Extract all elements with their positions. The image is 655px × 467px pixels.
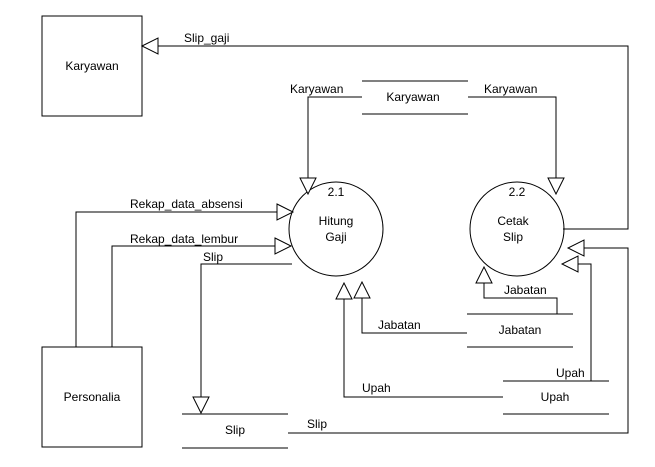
arrow-head bbox=[335, 281, 353, 300]
arrow-head bbox=[274, 237, 293, 255]
flow-rekap-lembur[interactable]: Rekap_data_lembur bbox=[111, 232, 293, 347]
flow-jabatan-to-cetak[interactable]: Jabatan bbox=[475, 265, 558, 314]
store-upah-label: Upah bbox=[541, 390, 570, 404]
flow-upah-to-cetak[interactable]: Upah bbox=[556, 255, 592, 381]
store-jabatan-label: Jabatan bbox=[499, 323, 542, 337]
arrow-head bbox=[276, 203, 295, 221]
process-hitung-gaji-line2: Gaji bbox=[325, 230, 346, 244]
arrow-head bbox=[353, 280, 371, 299]
flow-jabatan-to-cetak-label: Jabatan bbox=[504, 283, 547, 297]
store-upah[interactable]: Upah bbox=[503, 380, 609, 415]
arrow-head bbox=[475, 265, 493, 284]
flow-slip-to-cetak[interactable]: Slip bbox=[288, 239, 629, 434]
flow-karyawan-to-hitung[interactable]: Karyawan bbox=[290, 82, 362, 196]
flow-rekap-absensi[interactable]: Rekap_data_absensi bbox=[75, 197, 295, 347]
process-cetak-slip-line1: Cetak bbox=[497, 214, 529, 228]
store-jabatan[interactable]: Jabatan bbox=[467, 313, 573, 348]
process-hitung-gaji-number: 2.1 bbox=[328, 185, 345, 199]
store-slip-label: Slip bbox=[225, 423, 245, 437]
store-karyawan-label: Karyawan bbox=[386, 90, 439, 104]
flow-slip-to-cetak-label: Slip bbox=[307, 417, 327, 431]
flow-rekap-lembur-label: Rekap_data_lembur bbox=[130, 232, 238, 246]
flow-slip-gaji[interactable]: Slip_gaji bbox=[140, 31, 629, 230]
arrow-head bbox=[192, 396, 210, 415]
process-hitung-gaji[interactable]: 2.1 Hitung Gaji bbox=[288, 181, 384, 277]
entity-karyawan-label: Karyawan bbox=[65, 59, 118, 73]
arrow-head bbox=[547, 177, 565, 196]
flow-karyawan-to-cetak[interactable]: Karyawan bbox=[468, 82, 565, 196]
arrow-head bbox=[140, 37, 159, 55]
flow-slip-gaji-label: Slip_gaji bbox=[184, 31, 229, 45]
flow-upah-to-hitung-label: Upah bbox=[362, 381, 391, 395]
arrow-head bbox=[566, 239, 585, 257]
process-cetak-slip[interactable]: 2.2 Cetak Slip bbox=[469, 181, 565, 277]
flow-rekap-absensi-label: Rekap_data_absensi bbox=[130, 197, 243, 211]
flow-upah-to-cetak-label: Upah bbox=[556, 366, 585, 380]
entity-karyawan[interactable]: Karyawan bbox=[41, 15, 143, 117]
flow-karyawan-to-cetak-label: Karyawan bbox=[484, 82, 537, 96]
flow-slip-to-store[interactable]: Slip bbox=[192, 250, 292, 415]
flow-upah-to-hitung[interactable]: Upah bbox=[335, 281, 503, 398]
process-hitung-gaji-line1: Hitung bbox=[319, 214, 354, 228]
flow-slip-to-store-label: Slip bbox=[203, 250, 223, 264]
store-slip[interactable]: Slip bbox=[182, 413, 288, 449]
entity-personalia-label: Personalia bbox=[64, 390, 121, 404]
entity-personalia[interactable]: Personalia bbox=[41, 346, 143, 448]
arrow-head bbox=[560, 255, 579, 273]
store-karyawan[interactable]: Karyawan bbox=[362, 80, 468, 115]
flow-karyawan-to-hitung-label: Karyawan bbox=[290, 82, 343, 96]
process-cetak-slip-number: 2.2 bbox=[509, 185, 526, 199]
process-cetak-slip-line2: Slip bbox=[503, 230, 523, 244]
flow-jabatan-to-hitung[interactable]: Jabatan bbox=[353, 280, 467, 334]
arrow-head bbox=[299, 177, 317, 196]
flow-jabatan-to-hitung-label: Jabatan bbox=[378, 318, 421, 332]
